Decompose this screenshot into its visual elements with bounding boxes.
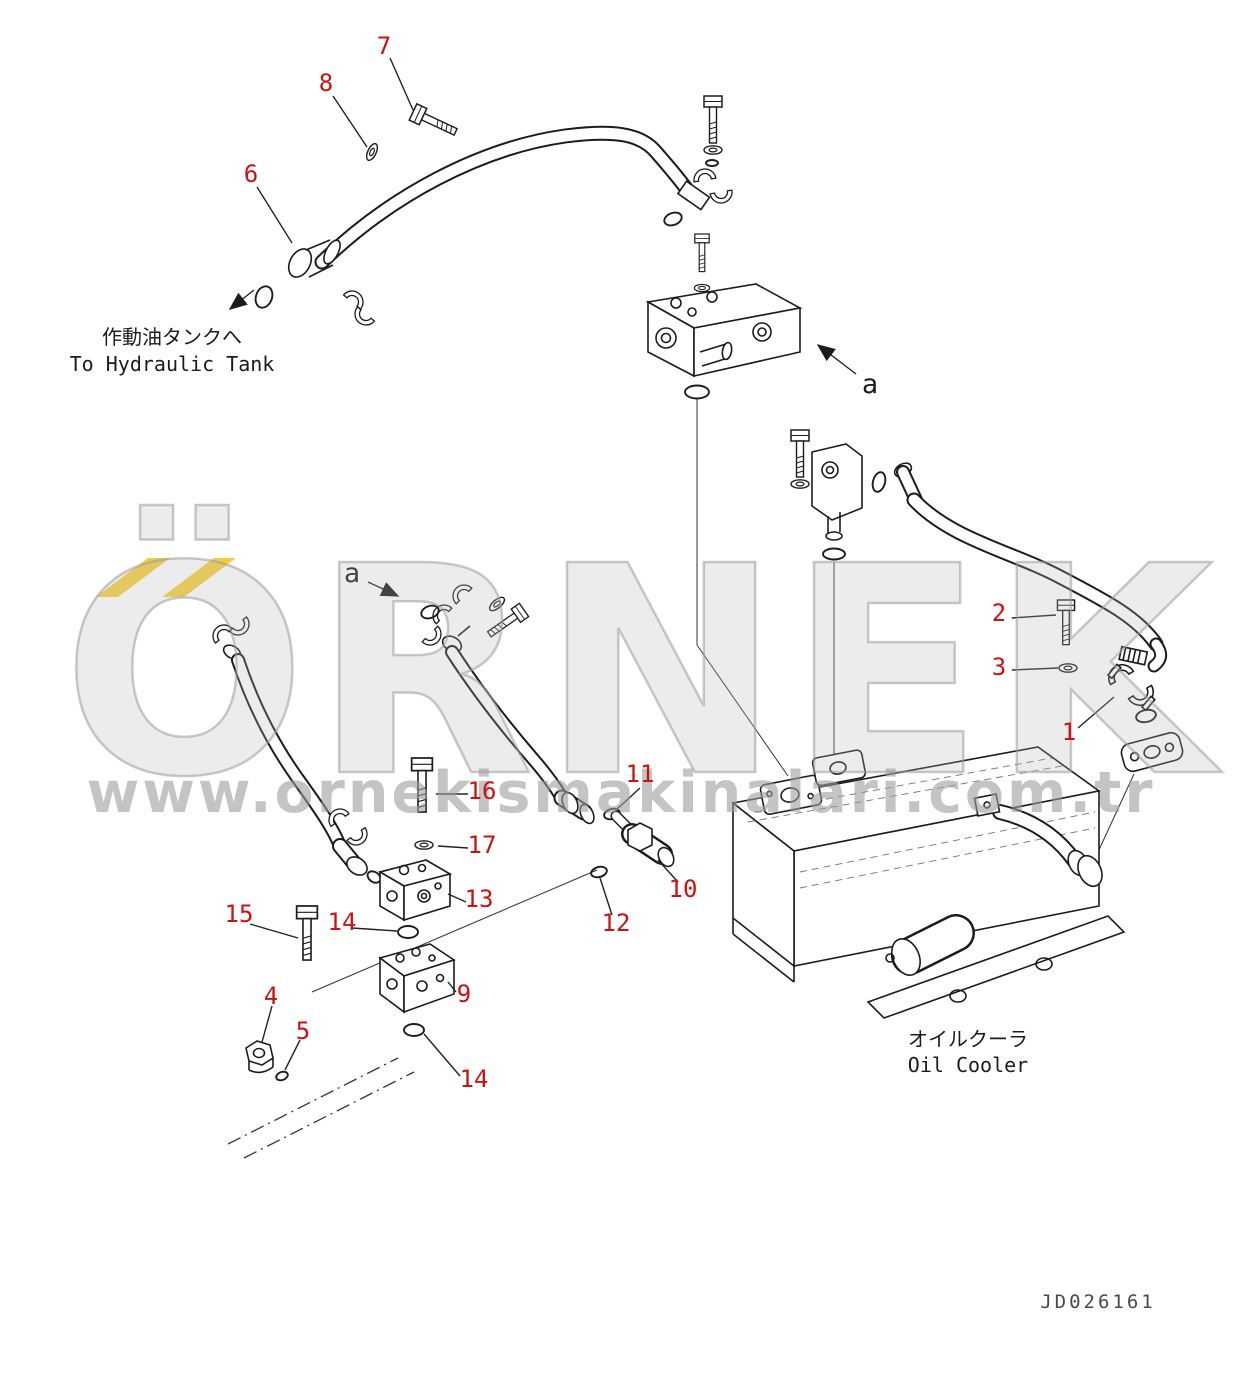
hose-left-b	[420, 579, 595, 825]
callout-14b: 14	[460, 1065, 489, 1093]
hose-end-flange	[663, 166, 735, 227]
stud-bolt	[694, 233, 710, 273]
washer	[705, 159, 719, 167]
hose-right	[893, 462, 1184, 773]
callout-1: 1	[1062, 718, 1076, 746]
bolt-7-washer-8	[363, 103, 461, 163]
drawing-id-code: JD026161	[1040, 1291, 1156, 1313]
fitting-sub-assembly	[790, 429, 887, 561]
bolt	[790, 429, 810, 478]
watermark-accent-slash	[96, 558, 170, 597]
o-ring	[871, 471, 887, 493]
callout-16: 16	[468, 777, 497, 805]
cooler-outlet-pad	[811, 749, 867, 787]
flange-plate	[1120, 731, 1184, 773]
o-ring	[254, 285, 274, 309]
callout-17: 17	[468, 831, 497, 859]
o-ring-12	[590, 865, 608, 879]
projection-lines	[227, 399, 1135, 1159]
callout-7: 7	[377, 32, 391, 60]
oil-cooler-label-en: Oil Cooler	[908, 1053, 1028, 1077]
threaded-adapter	[1118, 645, 1149, 666]
to-tank-arrow	[228, 289, 255, 310]
oil-cooler-label-jp: オイルクーラ	[908, 1027, 1028, 1051]
section-a-left-arrow	[367, 581, 400, 597]
hose-clamp-1	[1103, 659, 1159, 712]
callout-12: 12	[602, 909, 631, 937]
hose-clamp-half	[342, 285, 369, 310]
section-a-right-arrow	[816, 344, 857, 375]
callout-6: 6	[244, 160, 258, 188]
callout-5: 5	[296, 1017, 310, 1045]
washer-17	[414, 840, 434, 850]
manifold-block-9	[245, 905, 456, 1082]
to-tank-label-jp: 作動油タンクへ	[102, 325, 242, 349]
callout-numbers: 7 8 6 2 3 1 16 17 13 11 10 12 15 14 9 4 …	[225, 32, 1077, 1093]
o-ring	[1135, 708, 1157, 724]
o-ring-14b	[403, 1023, 425, 1037]
o-ring	[822, 547, 846, 561]
elbow-fitting-10	[590, 807, 675, 879]
to-tank-label-en: To Hydraulic Tank	[70, 352, 275, 376]
callout-3: 3	[992, 653, 1006, 681]
hose-left-a	[207, 616, 382, 884]
washer	[693, 283, 711, 293]
nut-4	[245, 1040, 274, 1074]
elbow-fitting-6	[287, 239, 341, 278]
callout-10: 10	[669, 875, 698, 903]
callout-4: 4	[264, 982, 278, 1010]
watermark-brand: ÖRNEK	[62, 502, 1224, 840]
watermark: ÖRNEK www.ornekismakinalari.com.tr	[61, 501, 1224, 842]
bolt-7	[408, 103, 461, 141]
callout-13: 13	[465, 885, 494, 913]
hose-clamp-half	[349, 306, 376, 331]
bolt-15	[295, 905, 319, 961]
watermark-url: www.ornekismakinalari.com.tr	[87, 760, 1156, 826]
washer	[703, 145, 723, 155]
valve-block	[645, 283, 803, 400]
callout-8: 8	[319, 69, 333, 97]
annotation-texts: 作動油タンクへ To Hydraulic Tank オイルクーラ Oil Coo…	[70, 325, 1156, 1313]
section-label-a-left: a	[344, 558, 360, 589]
hose-to-hydraulic-tank	[254, 95, 735, 331]
watermark-accent-slash	[162, 558, 236, 597]
manifold-block-13	[377, 757, 453, 939]
oil-cooler	[731, 746, 1126, 1019]
o-ring	[420, 604, 440, 620]
o-ring-14	[397, 925, 419, 939]
bolt	[703, 95, 723, 144]
callout-2: 2	[992, 599, 1006, 627]
o-ring	[684, 384, 710, 400]
leader-lines	[228, 57, 1115, 1077]
washer	[790, 479, 810, 489]
callout-15: 15	[225, 900, 254, 928]
callout-11: 11	[626, 760, 655, 788]
o-ring-5	[275, 1070, 289, 1082]
section-label-a-right: a	[862, 369, 878, 400]
callout-9: 9	[457, 980, 471, 1008]
cooler-bracket	[973, 793, 1001, 817]
cooler-inlet-pad	[759, 774, 823, 816]
callout-14: 14	[328, 908, 357, 936]
washer-8	[363, 141, 381, 163]
